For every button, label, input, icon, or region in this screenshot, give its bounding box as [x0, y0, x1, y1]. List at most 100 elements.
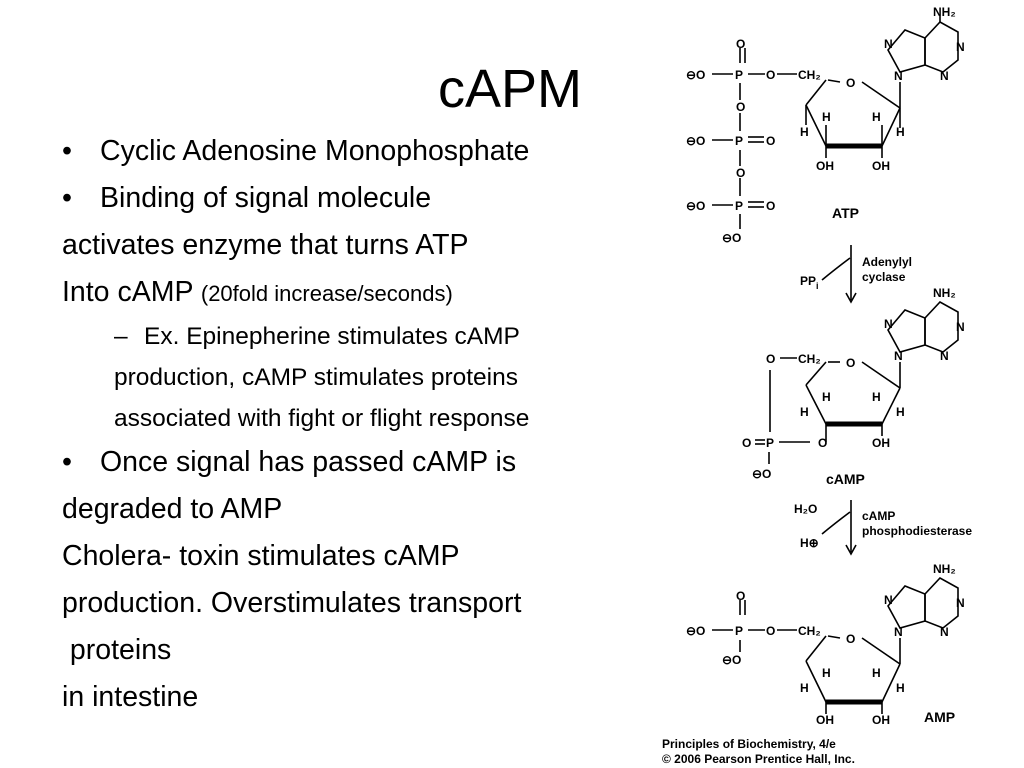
atom-o: O [736, 589, 745, 603]
atom-n: N [894, 69, 903, 83]
atom-p: P [735, 199, 743, 213]
atom-p: P [735, 134, 743, 148]
reactant2: H₂O [794, 502, 817, 516]
text-line: production. Overstimulates transport [62, 580, 662, 627]
line-text: Ex. Epinepherine stimulates cAMP [144, 323, 520, 350]
line-text: Once signal has passed cAMP is [100, 446, 517, 478]
atom-ch2: CH₂ [798, 352, 821, 366]
line-note: (20fold increase/seconds) [200, 281, 453, 306]
credit-line2: © 2006 Pearson Prentice Hall, Inc. [662, 752, 855, 766]
slide-title: cAPM [438, 59, 583, 119]
atom-h: H [872, 110, 881, 124]
bullet-marker: • [62, 182, 72, 214]
atom-o: O [818, 436, 827, 450]
atom-h: H [896, 125, 905, 139]
atom-h: H [800, 125, 809, 139]
atom-h: H [872, 666, 881, 680]
atom-n: N [894, 349, 903, 363]
atom-minus-o: ⊖O [686, 624, 705, 638]
text-line: activates enzyme that turns ATP [62, 222, 662, 269]
line-text: degraded to AMP [62, 493, 283, 525]
bullet-line: • Once signal has passed cAMP is [62, 439, 662, 486]
atom-h: H [822, 666, 831, 680]
atom-o: O [766, 68, 775, 82]
line-text: in intestine [62, 681, 199, 713]
atom-h: H [872, 390, 881, 404]
atom-minus-o: ⊖O [686, 134, 705, 148]
atom-h: H [800, 681, 809, 695]
atom-n: N [884, 593, 893, 607]
atom-o: O [846, 632, 855, 646]
amp-label: AMP [924, 709, 955, 725]
text-line: degraded to AMP [62, 486, 662, 533]
atom-oh: OH [872, 159, 890, 173]
line-text: Cholera- toxin stimulates cAMP [62, 540, 460, 572]
atom-nh2: NH₂ [933, 5, 956, 19]
atom-p: P [766, 436, 774, 450]
atom-h: H [896, 681, 905, 695]
atom-minus-o: ⊖O [752, 467, 771, 481]
enzyme1-line2: cyclase [862, 270, 906, 284]
atom-p: P [735, 68, 743, 82]
atom-n: N [940, 69, 949, 83]
atom-oh: OH [816, 159, 834, 173]
line-text: Binding of signal molecule [100, 182, 432, 214]
text-line: in intestine [62, 674, 662, 721]
atom-o: O [766, 199, 775, 213]
line-text: activates enzyme that turns ATP [62, 229, 469, 261]
atom-ch2: CH₂ [798, 68, 821, 82]
atom-ch2: CH₂ [798, 624, 821, 638]
atom-oh: OH [872, 713, 890, 727]
camp-label: cAMP [826, 471, 865, 487]
slide-body: • Cyclic Adenosine Monophosphate • Binding… [62, 128, 662, 721]
atom-o: O [846, 76, 855, 90]
atom-o: O [736, 37, 745, 51]
bullet-line: • Binding of signal molecule [62, 175, 662, 222]
atom-minus-o: ⊖O [722, 653, 741, 667]
atom-n: N [884, 37, 893, 51]
atom-o: O [766, 352, 775, 366]
sub-bullet-line: –Ex. Epinepherine stimulates cAMP [62, 316, 662, 357]
atom-n: N [940, 625, 949, 639]
atom-minus-o: ⊖O [686, 199, 705, 213]
atom-p: P [735, 624, 743, 638]
atom-oh: OH [872, 436, 890, 450]
enzyme2-line1: cAMP [862, 509, 895, 523]
text-line: Cholera- toxin stimulates cAMP [62, 533, 662, 580]
line-text: production. Overstimulates transport [62, 587, 522, 619]
atom-o: O [846, 356, 855, 370]
atom-o: O [766, 624, 775, 638]
line-text: proteins [62, 634, 172, 666]
enzyme2-line2: phosphodiesterase [862, 524, 972, 538]
sub-text-line: associated with fight or flight response [62, 398, 662, 439]
byproduct1: PPi [800, 274, 819, 291]
atom-h: H [800, 405, 809, 419]
bullet-marker: • [62, 446, 72, 478]
atom-oh: OH [816, 713, 834, 727]
atom-n: N [956, 320, 965, 334]
atom-o: O [742, 436, 751, 450]
text-line: proteins [62, 627, 662, 674]
line-text: Cyclic Adenosine Monophosphate [100, 135, 530, 167]
atom-h: H [896, 405, 905, 419]
line-text: associated with fight or flight response [114, 405, 530, 432]
atom-n: N [894, 625, 903, 639]
biochem-diagram: O ⊖O P O CH₂ O O ⊖O P O O ⊖O P O ⊖O H H … [662, 5, 972, 766]
bullet-marker: • [62, 135, 72, 167]
atom-o: O [736, 100, 745, 114]
atom-n: N [884, 317, 893, 331]
atom-n: N [956, 40, 965, 54]
atom-n: N [940, 349, 949, 363]
atom-h: H [822, 110, 831, 124]
enzyme1-line1: Adenylyl [862, 255, 912, 269]
line-text: Into cAMP [62, 276, 201, 308]
atom-minus-o: ⊖O [686, 68, 705, 82]
product2: H⊕ [800, 536, 819, 550]
bullet-line: • Cyclic Adenosine Monophosphate [62, 128, 662, 175]
atom-o: O [736, 166, 745, 180]
atp-label: ATP [832, 205, 859, 221]
credit-line1: Principles of Biochemistry, 4/e [662, 737, 836, 751]
atom-n: N [956, 596, 965, 610]
dash-marker: – [114, 323, 128, 350]
atom-h: H [822, 390, 831, 404]
